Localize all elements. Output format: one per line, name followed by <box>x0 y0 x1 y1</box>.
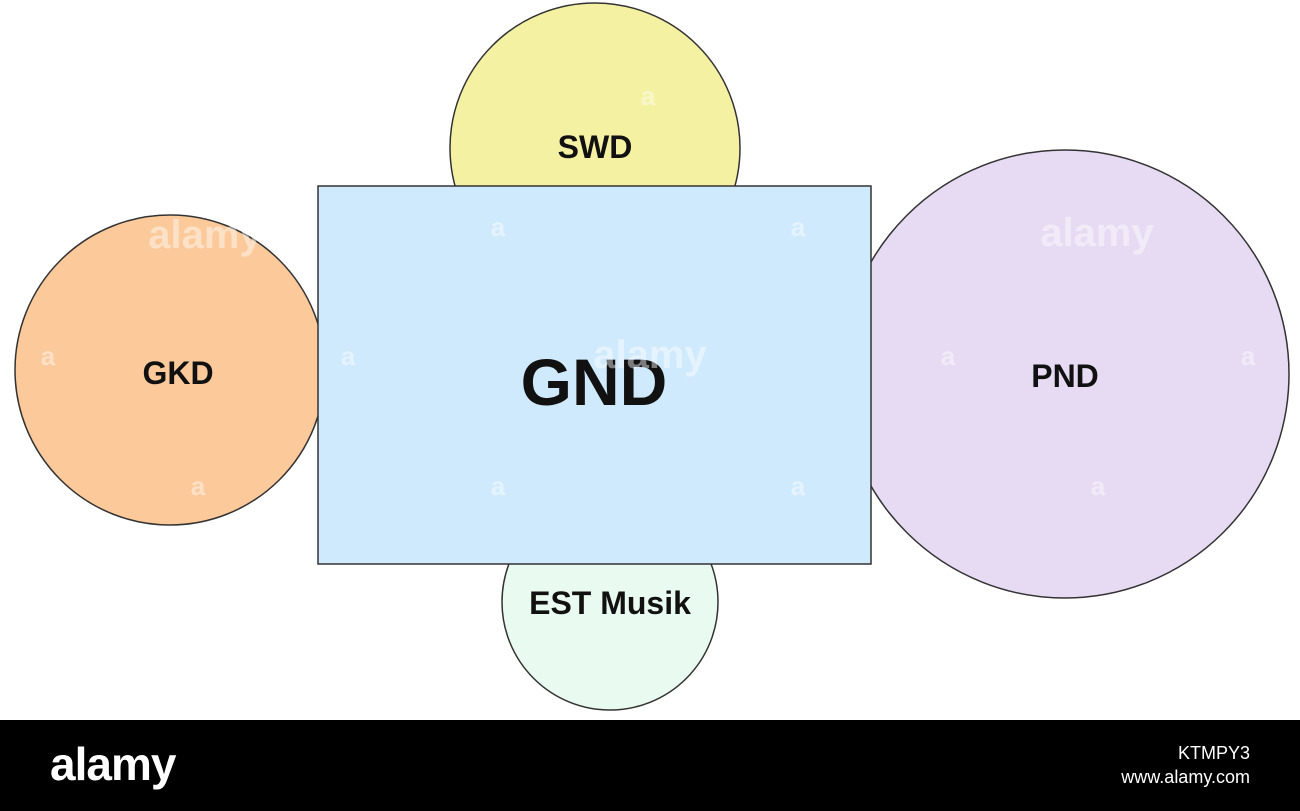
node-gkd: GKD <box>14 214 326 526</box>
diagram-canvas: SWD GKD PND GND EST Musik alamy alamy al… <box>14 2 1290 711</box>
watermark-word: alamy <box>1040 211 1154 255</box>
watermark-letter: a <box>341 341 356 371</box>
watermark-letter: a <box>941 341 956 371</box>
diagram-svg: SWD GKD PND GND EST Musik alamy alamy al… <box>14 2 1290 711</box>
watermark-letter: a <box>491 471 506 501</box>
alamy-logo: alamy <box>50 738 176 790</box>
watermark-letter: a <box>791 471 806 501</box>
node-pnd: PND <box>840 149 1290 599</box>
node-pnd-label: PND <box>1031 358 1099 394</box>
watermark-letter: a <box>791 212 806 242</box>
node-est-musik-label: EST Musik <box>529 585 691 621</box>
site-url-text: www.alamy.com <box>1121 767 1250 787</box>
watermark-letter: a <box>191 471 206 501</box>
center-gnd-rect <box>317 185 872 565</box>
watermark-letter: a <box>1241 341 1256 371</box>
center-gnd: GND <box>317 185 872 565</box>
watermark-letter: a <box>491 212 506 242</box>
watermark-letter: a <box>641 81 656 111</box>
node-swd-label: SWD <box>558 129 633 165</box>
image-id-text: KTMPY3 <box>1177 743 1250 763</box>
watermark-word: alamy <box>593 333 707 377</box>
watermark-letter: a <box>1091 471 1106 501</box>
node-gkd-label: GKD <box>142 355 213 391</box>
stock-footer-bar: alamy KTMPY3 www.alamy.com <box>0 720 1300 811</box>
center-gnd-label: GND <box>521 345 668 419</box>
watermark-layer: alamy alamy alamy a a a a a a a a a a a <box>41 81 1256 501</box>
watermark-letter: a <box>41 341 56 371</box>
watermark-word: alamy <box>148 213 262 257</box>
